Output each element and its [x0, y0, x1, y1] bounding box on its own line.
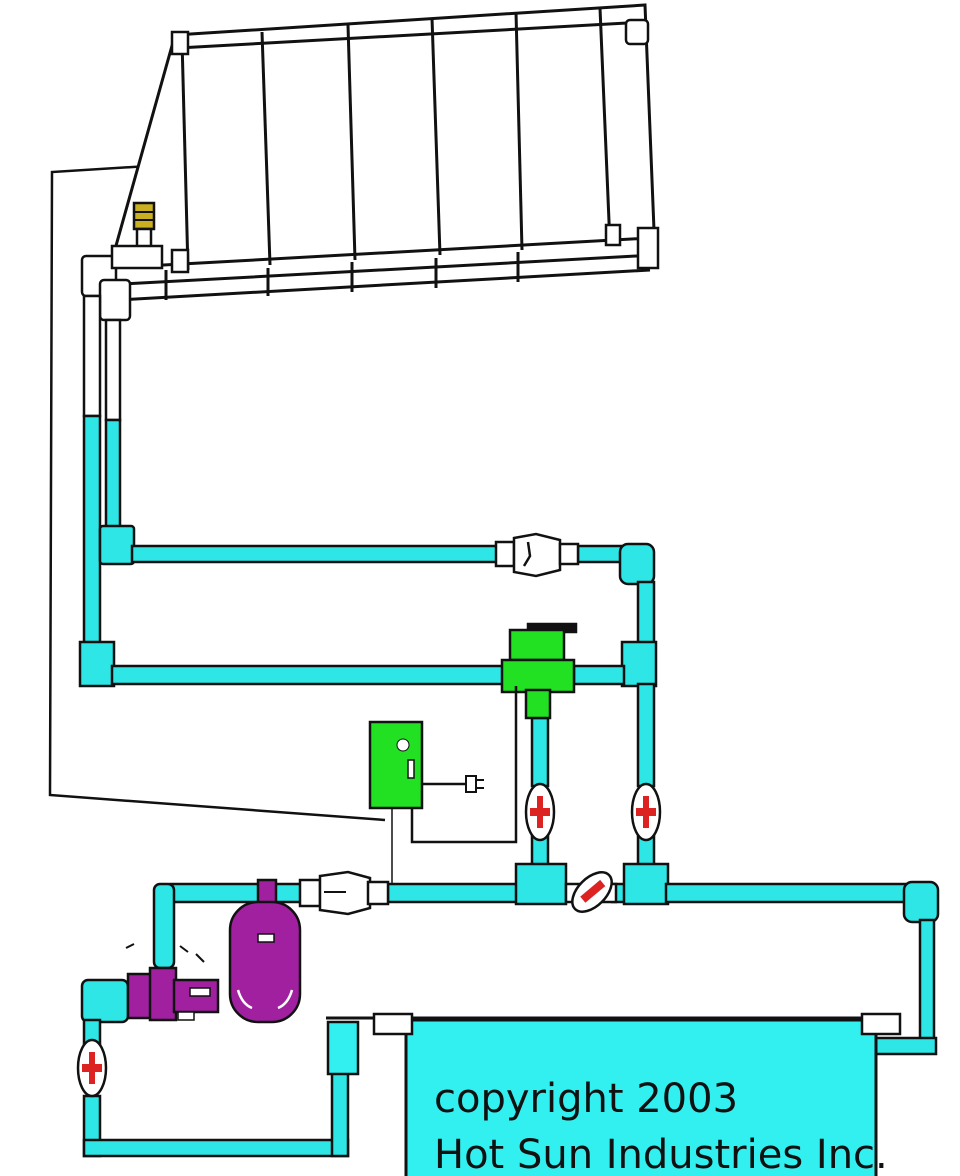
ball-valve-suction [76, 1038, 108, 1098]
caption: copyright 2003 Hot Sun Industries Inc. [434, 1076, 888, 1176]
ball-valve-return [524, 782, 556, 842]
copyright-line: copyright 2003 [434, 1076, 738, 1122]
solar-controller [368, 720, 424, 810]
check-valve-bottom [298, 870, 390, 916]
power-plug-icon [465, 775, 484, 793]
motorized-3-way-valve [500, 622, 578, 720]
controller-wiring [391, 686, 518, 884]
solar-panel-fittings [170, 18, 660, 274]
pool-pump [125, 943, 220, 1022]
check-valve-top [494, 532, 580, 578]
swimming-pool [326, 1012, 902, 1176]
solar-panel [102, 3, 657, 302]
pool-filter [228, 878, 302, 1024]
ball-valve-bypass [564, 871, 618, 913]
company-line: Hot Sun Industries Inc. [434, 1132, 888, 1176]
ball-valve-supply [630, 782, 662, 842]
empty-pipes [80, 244, 164, 422]
